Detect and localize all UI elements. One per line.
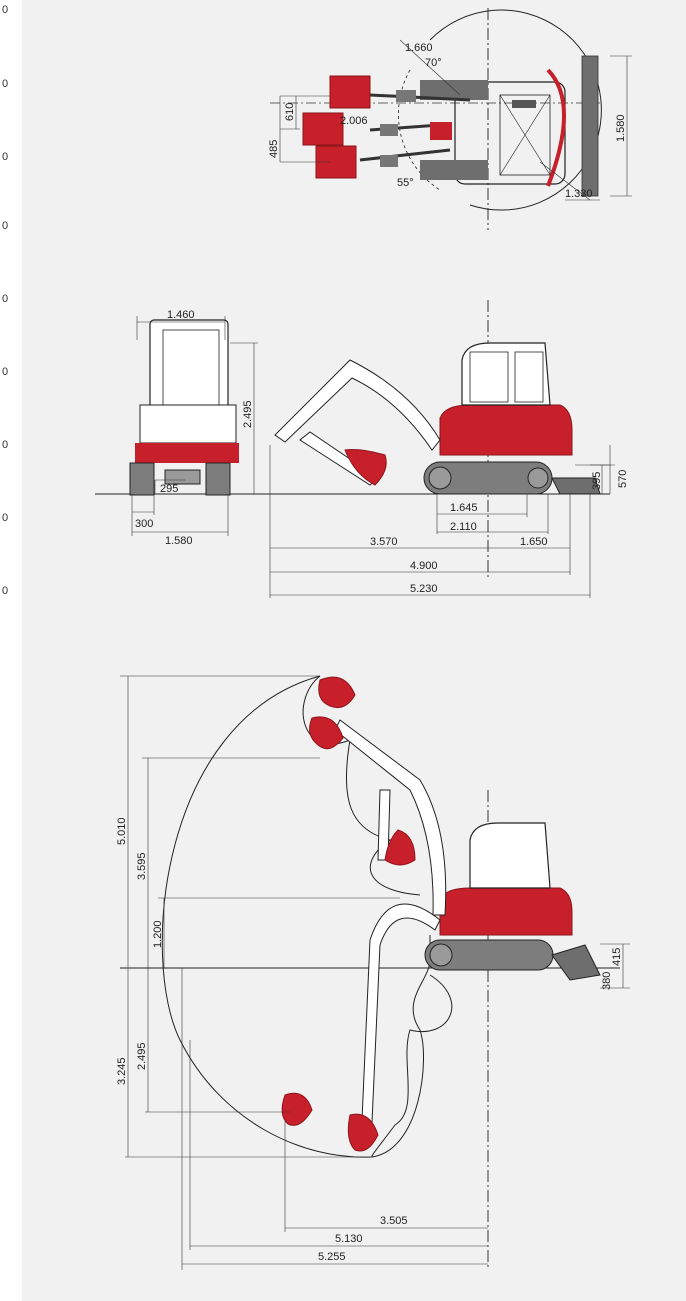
dim-blade-lift: 415 bbox=[611, 948, 623, 966]
dim-offset-upper: 610 bbox=[284, 103, 296, 121]
depth-envelope bbox=[371, 974, 453, 1158]
dim-overall-width: 1.460 bbox=[167, 309, 195, 321]
boom-cylinder bbox=[396, 90, 416, 102]
front-undercarriage bbox=[135, 443, 239, 463]
idler-wheel bbox=[428, 466, 452, 490]
dim-rear-distance: 1.650 bbox=[520, 536, 548, 548]
dim-max-height: 5.010 bbox=[116, 817, 128, 845]
bucket-deep bbox=[347, 1113, 379, 1152]
drawing-sheet bbox=[22, 0, 686, 1301]
dim-max-dump-height: 3.595 bbox=[136, 852, 148, 880]
boom-lowered bbox=[361, 903, 441, 1123]
boom-raised bbox=[334, 719, 447, 916]
front-track-right bbox=[205, 462, 231, 496]
bucket-upper bbox=[329, 75, 371, 109]
bucket-mid bbox=[384, 829, 416, 866]
edge-tick: 0 bbox=[2, 512, 8, 524]
swing-bracket bbox=[430, 122, 452, 140]
cab-outline bbox=[454, 81, 566, 185]
edge-tick: 0 bbox=[2, 4, 8, 16]
dump-envelope bbox=[302, 675, 421, 896]
boom-cylinder bbox=[380, 155, 398, 167]
dim-min-swing-radius: 3.505 bbox=[380, 1215, 408, 1227]
dim-swing-radius: 1.660 bbox=[405, 42, 433, 54]
side-cab bbox=[461, 342, 551, 406]
dim-overall-length: 5.230 bbox=[410, 583, 438, 595]
side-window bbox=[514, 351, 544, 403]
dim-max-digging-depth: 3.245 bbox=[116, 1057, 128, 1085]
reach-envelope bbox=[161, 675, 431, 1158]
dim-track-contact-length: 1.645 bbox=[450, 502, 478, 514]
dim-offset-lower: 485 bbox=[268, 140, 280, 158]
dim-max-reach-ground: 5.130 bbox=[335, 1233, 363, 1245]
bucket-top bbox=[318, 676, 356, 709]
dim-vertical-wall-depth: 2.495 bbox=[136, 1042, 148, 1070]
bucket-wall bbox=[281, 1092, 313, 1126]
dim-front-distance: 3.570 bbox=[370, 536, 398, 548]
edge-tick: 0 bbox=[2, 220, 8, 232]
cab-cross bbox=[499, 94, 551, 176]
range-idler bbox=[429, 943, 453, 967]
side-window bbox=[469, 351, 509, 403]
dim-min-dump-height: 1.200 bbox=[152, 920, 164, 948]
edge-tick: 0 bbox=[2, 585, 8, 597]
radiator-grille bbox=[512, 100, 536, 108]
dim-tail-radius: 1.330 bbox=[565, 188, 593, 200]
dozer-blade bbox=[581, 55, 599, 197]
bucket-high bbox=[309, 716, 344, 750]
edge-tick: 0 bbox=[2, 366, 8, 378]
edge-tick: 0 bbox=[2, 293, 8, 305]
range-blade bbox=[551, 944, 601, 981]
boom-cylinder bbox=[380, 124, 398, 136]
dim-blade-width: 1.580 bbox=[615, 114, 627, 142]
range-upper-structure bbox=[439, 887, 573, 936]
track-left bbox=[420, 80, 488, 100]
boom-lower bbox=[359, 148, 451, 162]
dim-track-length: 2.110 bbox=[450, 521, 477, 533]
dim-max-reach: 5.255 bbox=[318, 1251, 346, 1263]
dim-blade-max-height: 570 bbox=[617, 470, 629, 488]
dim-undercarriage-width: 1.580 bbox=[165, 535, 193, 547]
edge-tick: 0 bbox=[2, 151, 8, 163]
dim-swing-left-angle: 70° bbox=[425, 57, 442, 69]
dim-track-width: 300 bbox=[135, 518, 153, 530]
boom-upper bbox=[369, 93, 471, 102]
dim-transport-length: 4.900 bbox=[410, 560, 438, 572]
dim-swing-right-angle: 55° bbox=[397, 177, 414, 189]
cab-frame bbox=[499, 94, 551, 176]
range-cab bbox=[469, 822, 551, 889]
dim-ground-clearance: 295 bbox=[160, 483, 178, 495]
front-axle bbox=[164, 469, 201, 485]
dim-blade-height: 395 bbox=[591, 472, 603, 490]
dim-height: 2.495 bbox=[242, 400, 254, 428]
bucket-center bbox=[302, 112, 344, 146]
side-bucket bbox=[344, 449, 387, 486]
side-blade bbox=[551, 477, 601, 495]
dim-blade-drop: 380 bbox=[601, 972, 613, 990]
edge-tick: 0 bbox=[2, 78, 8, 90]
upper-structure bbox=[439, 404, 573, 456]
swing-arc bbox=[398, 69, 441, 191]
front-track-left bbox=[129, 462, 155, 496]
side-boom bbox=[274, 359, 441, 451]
edge-tick: 0 bbox=[2, 439, 8, 451]
sprocket bbox=[527, 467, 549, 489]
counterweight bbox=[546, 68, 566, 187]
track-right bbox=[420, 160, 488, 180]
dim-boom-reach: 2.006 bbox=[340, 115, 368, 127]
front-body bbox=[139, 404, 237, 444]
swing-circle bbox=[429, 9, 602, 211]
